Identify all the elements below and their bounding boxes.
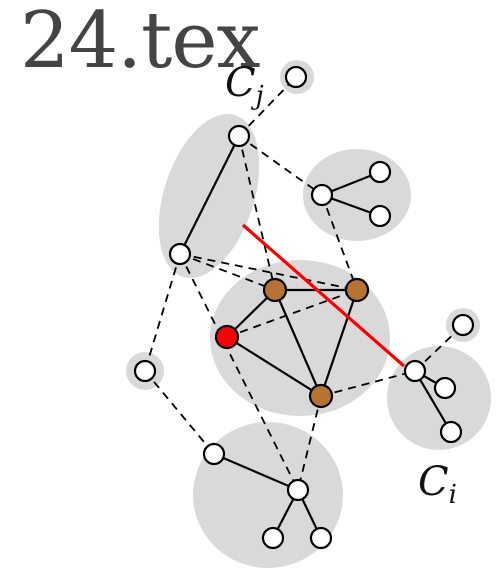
solid-edge <box>213 452 299 492</box>
dashed-edges <box>144 76 464 491</box>
node <box>368 160 392 184</box>
label-ci-main: C <box>418 459 449 505</box>
solid-edge <box>319 289 359 397</box>
dashed-edge <box>144 253 181 372</box>
dashed-edge <box>297 395 322 491</box>
label-ci-sub: i <box>449 480 457 510</box>
solid-edge <box>226 336 322 397</box>
node <box>309 526 333 550</box>
node <box>439 420 463 444</box>
node-red <box>214 324 240 350</box>
node-brown <box>308 383 334 409</box>
solid-edge <box>179 135 240 255</box>
dashed-edge <box>321 194 358 291</box>
cluster-ci <box>387 346 491 450</box>
node <box>168 242 192 266</box>
node <box>227 124 251 148</box>
label-ci: Ci <box>418 459 457 510</box>
node-brown <box>262 277 288 303</box>
dashed-edge <box>144 370 215 455</box>
dashed-edge <box>414 324 464 372</box>
dashed-edge <box>320 370 416 397</box>
dashed-edge <box>238 135 323 196</box>
dashed-edge <box>226 289 358 338</box>
highlight-edge <box>241 223 406 368</box>
node-brown <box>344 277 370 303</box>
node <box>284 65 308 89</box>
label-cj-main: C <box>225 60 256 106</box>
solid-edge <box>414 370 452 433</box>
node <box>202 442 226 466</box>
node <box>310 183 334 207</box>
node <box>403 359 427 383</box>
node <box>368 204 392 228</box>
nodes <box>133 65 475 550</box>
dashed-edge <box>179 253 299 491</box>
label-cj: Cj <box>225 60 264 111</box>
node <box>261 526 285 550</box>
dashed-edge <box>179 253 276 291</box>
node <box>451 313 475 337</box>
node <box>286 478 310 502</box>
cluster-center <box>210 260 390 416</box>
node <box>433 376 457 400</box>
dashed-edge <box>179 253 358 291</box>
page-title: 24.tex <box>20 0 261 86</box>
clusters <box>126 60 491 568</box>
cluster-bottom <box>193 422 343 568</box>
dashed-edge <box>238 135 276 291</box>
solid-edge <box>273 289 323 397</box>
node <box>133 359 157 383</box>
